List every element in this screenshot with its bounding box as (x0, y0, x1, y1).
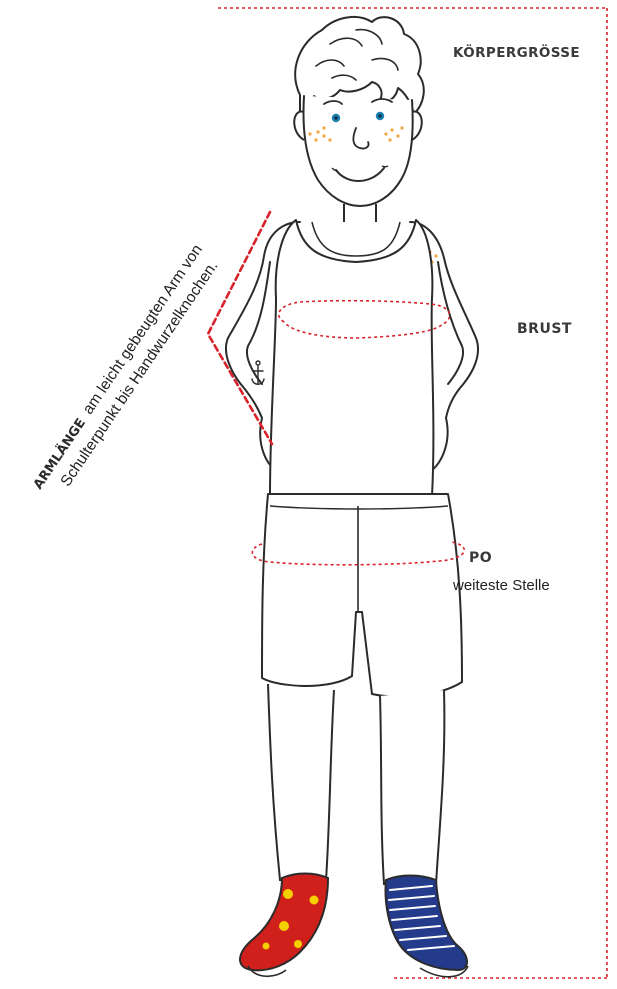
arm-length-measure-line (208, 212, 272, 444)
label-koerpergroesse: KÖRPERGRÖSSE (453, 43, 580, 61)
label-po-note: weiteste Stelle (452, 577, 550, 594)
tank-top (270, 220, 433, 502)
svg-text:ARMLÄNGE am leicht gebeu: ARMLÄNGE am leicht gebeugten Arm von (29, 242, 206, 493)
label-brust: BRUST (517, 321, 572, 337)
sock-left (240, 874, 328, 977)
leg-left (268, 684, 334, 880)
label-po: PO (469, 550, 492, 566)
sock-right (386, 876, 468, 977)
arm-length-line2: Schulterpunkt bis Handwurzelknochen. (58, 258, 222, 490)
arm-length-caption: ARMLÄNGE am leicht gebeugten Arm von Sch… (29, 242, 224, 505)
face (304, 96, 413, 206)
shorts (262, 494, 462, 697)
arm-length-line1: am leicht gebeugten Arm von (80, 242, 206, 418)
leg-right (380, 690, 444, 884)
